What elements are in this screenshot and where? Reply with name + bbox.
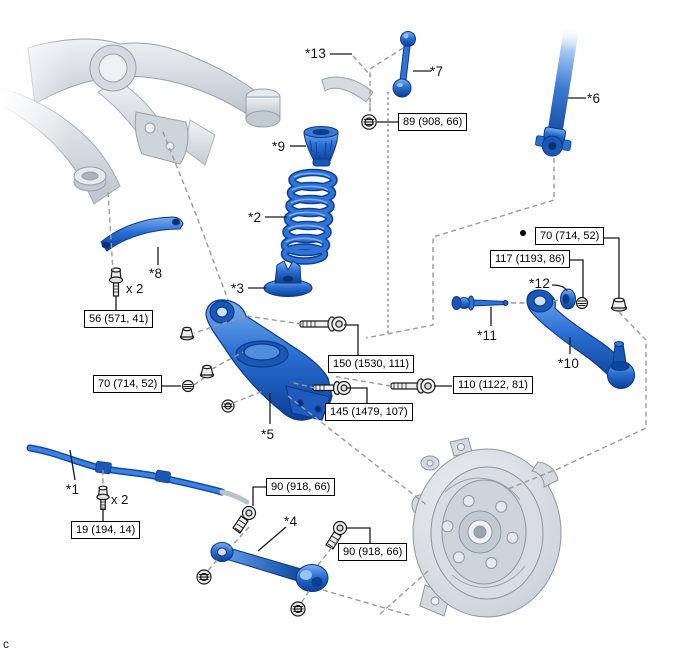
bullet-marker bbox=[520, 230, 526, 236]
bolt-90-rear-icon bbox=[325, 520, 348, 550]
part-label-6: *6 bbox=[587, 91, 601, 106]
quantity-label-brace-bolts: x 2 bbox=[126, 281, 144, 296]
bolt-56-icon bbox=[108, 267, 124, 297]
nut-89-icon bbox=[361, 114, 377, 130]
lower-insulator-part3 bbox=[263, 260, 313, 297]
upper-control-arm-part10 bbox=[526, 289, 636, 390]
nut-70-right-icon bbox=[610, 297, 628, 312]
torque-spec-89: 89 (908, 66) bbox=[398, 113, 468, 132]
subframe-illustration bbox=[0, 0, 281, 240]
cable-clip-part13 bbox=[321, 76, 374, 103]
part-label-11: *11 bbox=[477, 328, 498, 343]
torque-spec-70-left: 70 (714, 52) bbox=[93, 375, 163, 394]
part-label-13: *13 bbox=[305, 46, 327, 61]
torque-spec-110: 110 (1122, 81) bbox=[453, 376, 533, 395]
torque-spec-145: 145 (1479, 107) bbox=[325, 403, 413, 422]
torque-spec-117: 117 (1193, 86) bbox=[490, 250, 570, 269]
bolt-150-icon bbox=[299, 316, 347, 332]
sensor-wire-part1 bbox=[26, 444, 250, 505]
cam-washer-part12 bbox=[560, 288, 576, 310]
figure-footnote: c bbox=[3, 637, 9, 651]
leader-lines bbox=[69, 53, 620, 552]
bolt-110-icon bbox=[390, 378, 436, 394]
toe-link-nut-front-icon bbox=[196, 569, 212, 585]
brace-part8 bbox=[100, 216, 184, 252]
assembly-dashed-lines bbox=[102, 47, 647, 617]
round-nut-icon bbox=[221, 399, 235, 413]
torque-spec-19: 19 (194, 14) bbox=[71, 521, 141, 540]
torque-spec-70-right: 70 (714, 52) bbox=[535, 227, 605, 246]
quantity-label-wire-bolts: x 2 bbox=[111, 492, 129, 507]
stabilizer-link-part7 bbox=[392, 31, 416, 98]
torque-spec-150: 150 (1530, 111) bbox=[328, 355, 415, 374]
part-label-10: *10 bbox=[558, 356, 580, 371]
toe-link-part4 bbox=[210, 541, 329, 593]
hardware-fasteners bbox=[96, 114, 628, 617]
part-label-12: *12 bbox=[529, 276, 551, 291]
assembly-dotted-lines bbox=[368, 92, 390, 334]
toe-link-nut-rear-icon bbox=[290, 601, 306, 617]
upper-insulator-part9 bbox=[303, 126, 339, 167]
flange-bolt-icon bbox=[179, 326, 195, 341]
nut-70-left-icon bbox=[181, 379, 195, 393]
bolt-19-icon bbox=[96, 485, 110, 511]
part-label-8: *8 bbox=[149, 266, 163, 281]
part-label-7: *7 bbox=[430, 64, 444, 79]
nut-117-icon bbox=[575, 296, 589, 310]
part-label-2: *2 bbox=[248, 210, 262, 225]
torque-spec-90-rear: 90 (918, 66) bbox=[338, 543, 408, 562]
coil-spring-part2 bbox=[280, 168, 338, 265]
part-label-9: *9 bbox=[272, 139, 286, 154]
backing-plate-hub bbox=[411, 437, 562, 618]
shock-absorber-part6 bbox=[535, 25, 579, 157]
part-label-3: *3 bbox=[231, 281, 245, 296]
lower-control-arm-part5 bbox=[205, 299, 333, 421]
torque-spec-90-front: 90 (918, 66) bbox=[266, 478, 336, 497]
bolt-90-front-icon bbox=[232, 505, 257, 534]
camber-bolt-part11 bbox=[451, 295, 509, 311]
part-label-1: *1 bbox=[66, 482, 80, 497]
flange-nut-icon bbox=[199, 364, 215, 379]
torque-spec-56: 56 (571, 41) bbox=[84, 310, 154, 329]
part-label-4: *4 bbox=[284, 514, 298, 529]
part-label-5: *5 bbox=[261, 427, 275, 442]
